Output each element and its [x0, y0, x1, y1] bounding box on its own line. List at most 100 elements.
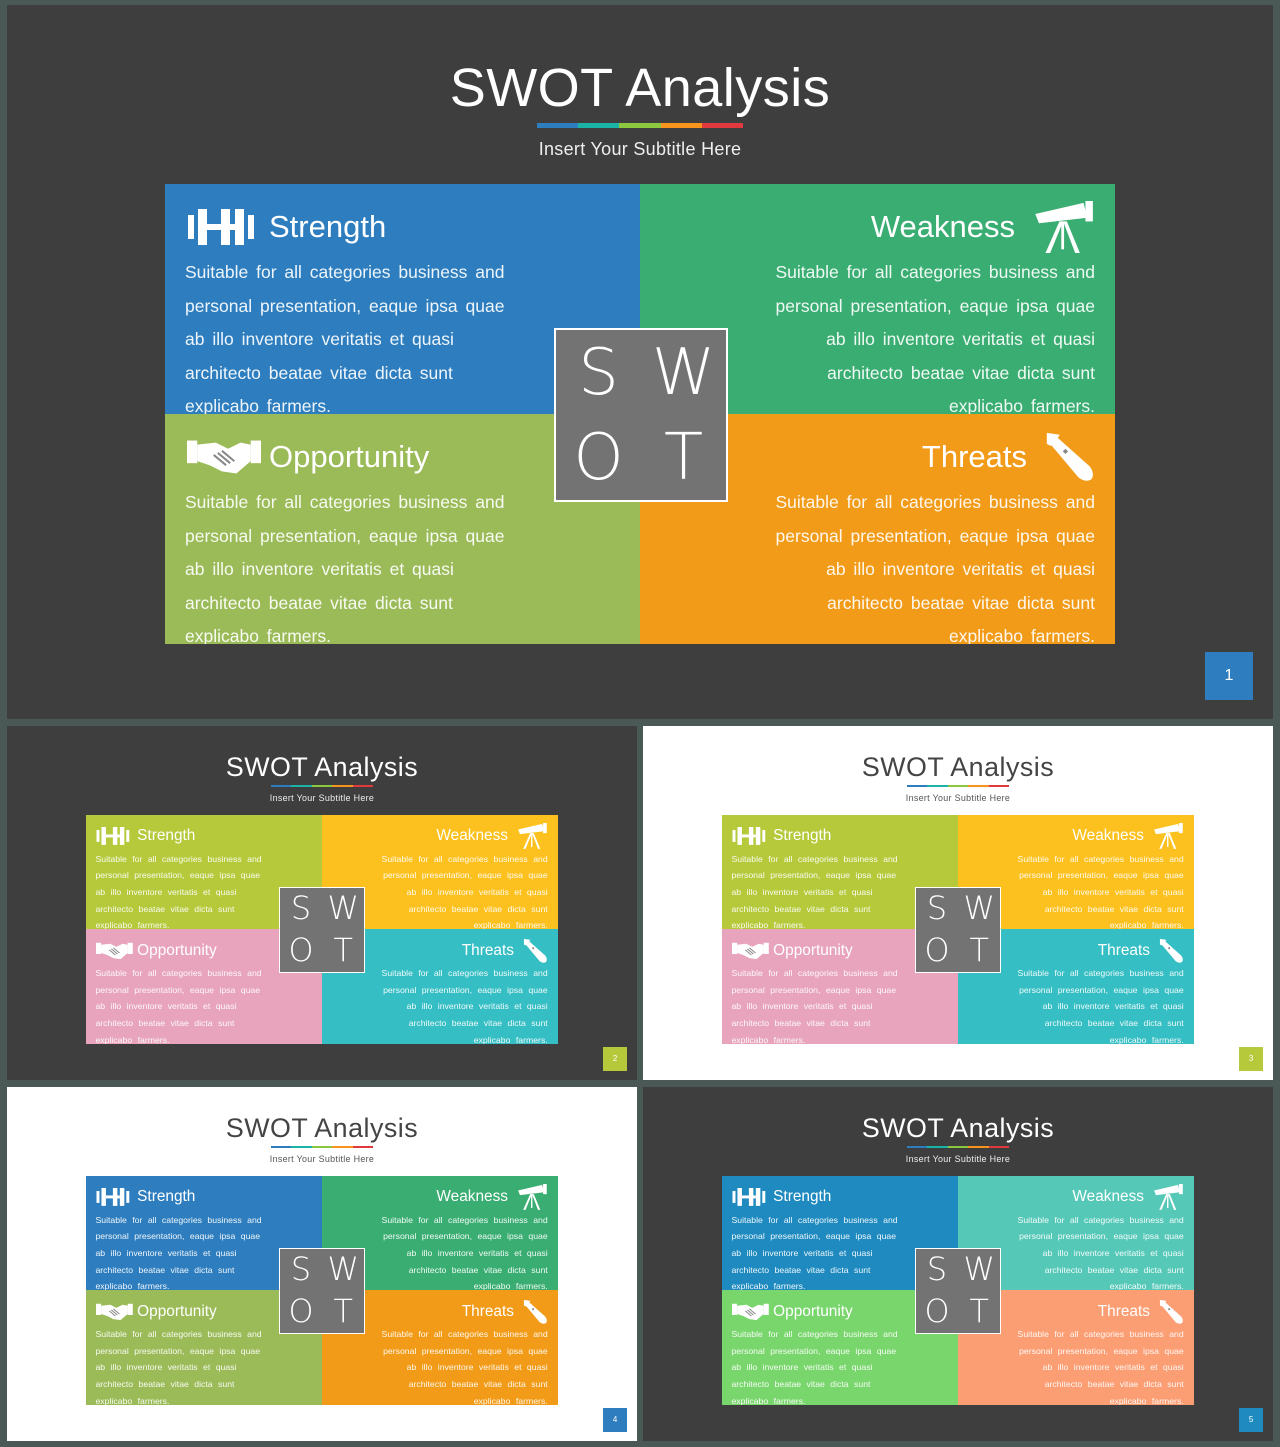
weakness-label: Weakness [870, 209, 1015, 244]
handshake-icon [96, 941, 134, 961]
swot-letter-s: S [290, 890, 312, 928]
missile-icon [523, 1299, 549, 1325]
title-bar-segment [927, 1145, 948, 1149]
opportunity-description: Suitable for all categories business and… [185, 492, 505, 644]
threats-label: Threats [461, 1302, 514, 1320]
swot-letter-t: T [969, 1293, 989, 1331]
swot-letter-o: O [924, 1293, 950, 1331]
title-bar-segment [311, 784, 333, 788]
weakness-label: Weakness [1072, 827, 1144, 845]
title-bar-segment [968, 784, 989, 788]
title-bar-segment [537, 123, 579, 128]
weakness-description: Suitable for all categories business and… [381, 1214, 548, 1291]
title-bar-segment [619, 123, 661, 128]
title-bar-segment [352, 784, 374, 788]
slide-title: SWOT Analysis [861, 1112, 1055, 1143]
page-number: 3 [1239, 1046, 1264, 1071]
title-underline-bar [537, 123, 744, 128]
swot-letter-t: T [333, 932, 353, 970]
title-bar-segment [947, 1145, 969, 1149]
opportunity-label: Opportunity [137, 941, 217, 959]
threats-heading: Threats [462, 1299, 549, 1324]
opportunity-label: Opportunity [773, 941, 853, 959]
strength-description: Suitable for all categories business and… [95, 1214, 262, 1291]
strength-label: Strength [773, 827, 832, 845]
weakness-heading: Weakness [870, 201, 1097, 253]
threats-heading: Threats [462, 938, 549, 963]
strength-label: Strength [137, 1188, 196, 1206]
slide-title: SWOT Analysis [225, 751, 419, 782]
threats-description: Suitable for all categories business and… [381, 968, 548, 1044]
swot-letter-w: W [963, 1251, 995, 1289]
swot-letter-s: S [926, 1251, 948, 1289]
weakness-heading: Weakness [1072, 823, 1185, 850]
title-bar-segment [947, 784, 969, 788]
title-bar-segment [701, 123, 744, 128]
page-number: 4 [603, 1407, 628, 1432]
missile-icon [523, 938, 549, 964]
threats-label: Threats [461, 941, 514, 959]
dumbbell-icon [96, 826, 133, 846]
threats-label: Threats [921, 439, 1027, 474]
title-underline-bar [906, 1145, 1010, 1149]
missile-icon [1159, 938, 1185, 964]
title-bar-segment [988, 784, 1010, 788]
opportunity-label: Opportunity [137, 1302, 217, 1320]
swot-letter-s: S [290, 1251, 312, 1289]
title-bar-segment [332, 1145, 353, 1149]
title-bar-segment [332, 784, 353, 788]
strength-heading: Strength [96, 824, 195, 849]
title-underline-bar [270, 784, 374, 788]
title-bar-segment [311, 1145, 333, 1149]
title-underline-bar [906, 784, 1010, 788]
telescope-icon [517, 823, 549, 850]
weakness-description: Suitable for all categories business and… [775, 262, 1096, 414]
slide-subtitle: Insert Your Subtitle Here [269, 1153, 375, 1164]
threats-heading: Threats [1098, 938, 1185, 963]
missile-icon [1045, 431, 1097, 483]
title-bar-segment [988, 1145, 1010, 1149]
slide-subtitle: Insert Your Subtitle Here [905, 1153, 1011, 1164]
title-bar-segment [906, 1145, 928, 1149]
strength-label: Strength [773, 1188, 832, 1206]
title-bar-segment [270, 784, 292, 788]
title-bar-segment [927, 784, 948, 788]
title-bar-segment [578, 123, 620, 128]
missile-icon [1159, 1299, 1185, 1325]
opportunity-heading: Opportunity [732, 938, 853, 963]
threats-heading: Threats [922, 432, 1097, 482]
strength-description: Suitable for all categories business and… [95, 853, 262, 930]
opportunity-description: Suitable for all categories business and… [731, 1329, 898, 1405]
swot-letter-o: O [288, 1293, 314, 1331]
title-underline-bar [270, 1145, 374, 1149]
swot-letter-o: O [288, 932, 314, 970]
opportunity-heading: Opportunity [96, 1299, 217, 1324]
opportunity-heading: Opportunity [732, 1299, 853, 1324]
weakness-label: Weakness [436, 827, 508, 845]
threats-description: Suitable for all categories business and… [1017, 1329, 1184, 1405]
title-bar-segment [270, 1145, 292, 1149]
page-number: 1 [1205, 652, 1253, 700]
opportunity-heading: Opportunity [187, 432, 429, 482]
swot-letter-s: S [578, 335, 619, 410]
telescope-icon [1153, 823, 1185, 850]
swot-letter-o: O [924, 932, 950, 970]
